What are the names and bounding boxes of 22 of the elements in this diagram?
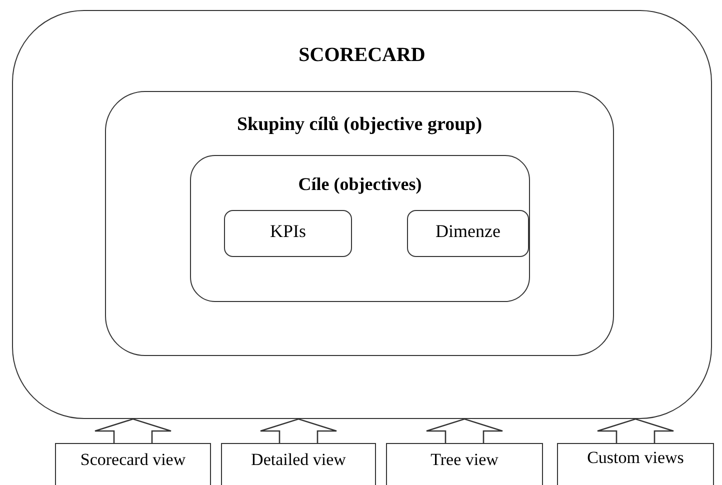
block-arrow — [426, 418, 504, 444]
label: Custom views — [587, 448, 684, 468]
view-box — [557, 443, 714, 485]
block-arrow — [596, 418, 674, 444]
container-box — [407, 210, 529, 257]
label: Scorecard view — [80, 450, 186, 470]
heading: Cíle (objectives) — [298, 174, 422, 195]
block-arrow — [94, 418, 172, 444]
container-box — [12, 10, 712, 419]
container-box — [224, 210, 352, 257]
label: KPIs — [270, 221, 306, 242]
label: Detailed view — [251, 450, 346, 470]
view-box — [221, 443, 376, 485]
block-arrow — [260, 418, 338, 444]
label: Dimenze — [436, 221, 500, 242]
view-box — [386, 443, 543, 485]
heading: SCORECARD — [298, 44, 426, 67]
label: Tree view — [430, 450, 498, 470]
heading: Skupiny cílů (objective group) — [236, 114, 482, 136]
view-box — [55, 443, 211, 485]
container-box — [190, 155, 530, 302]
container-box — [105, 91, 614, 356]
